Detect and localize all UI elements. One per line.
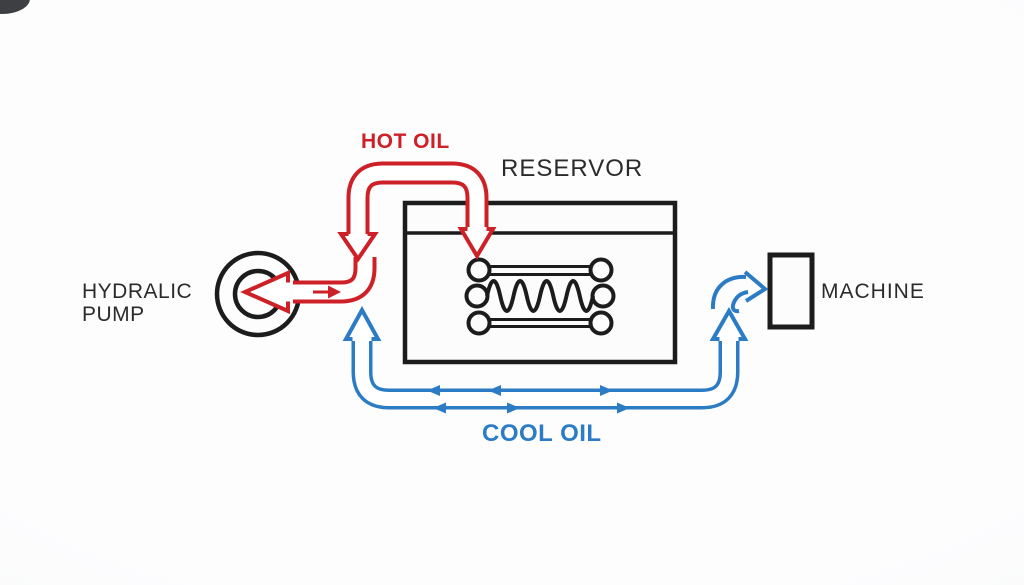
flow-arrow-left-icon [427,385,440,396]
tube-end-circle [588,257,614,283]
hot-arrow-down-left-fill [341,234,375,259]
swoosh-head [743,270,769,303]
hot-oil-flow-path [240,161,497,315]
flow-arrow-right-icon [600,385,613,396]
hot-duct-elbow-core [293,257,373,300]
component-outlines [214,200,815,365]
machine-block [767,252,815,330]
reservoir-label: RESERVOR [501,155,644,182]
cool-arrow-up-right-fill [713,311,745,339]
cool-flow-arrowheads [427,385,630,414]
cool-oil-label: COOL OIL [482,420,602,447]
reservoir-tank [402,200,678,365]
pump-label-line1: HYDRALIC [82,280,193,303]
pump-label: HYDRALIC PUMP [82,280,192,326]
hot-oil-label: HOT OIL [361,130,450,153]
cool-oil-flow-path [342,270,769,414]
coil-wave-line [485,279,595,313]
exchanger-coil-icon [464,279,616,313]
hot-arrow-down-left-icon [337,232,379,263]
tube-end-circle [466,257,492,283]
exchanger-tube-top-icon [466,257,614,283]
flow-arrow-right-icon [617,402,630,414]
hot-arrow-pump-icon [240,269,290,315]
exchanger-tube-bottom-icon [466,310,614,336]
cool-arrow-up-left-icon [342,305,382,341]
cool-arrow-up-right-icon [709,306,749,341]
machine-label: MACHINE [821,280,925,303]
hot-duct-top-core [350,165,485,236]
tube-lines [489,318,591,328]
swoosh-outer-arc [710,274,747,310]
hot-arrow-down-right-icon [457,227,497,260]
tube-end-circle [466,310,492,336]
flow-arrow-left-icon [488,385,501,396]
hot-arrow-pump-fill [245,273,288,311]
cool-arrow-up-left-fill [346,310,378,339]
flow-arrow-right-icon [507,402,520,414]
swoosh-inner-arc [730,290,749,314]
hot-small-arrow-right-icon [328,285,341,299]
tube-end-circle [588,310,614,336]
pump-label-line2: PUMP [82,303,145,326]
cool-duct-core [355,341,736,406]
flow-arrow-left-icon [433,402,446,414]
cool-swoosh-arrow-icon [710,270,769,314]
hot-arrow-down-right-fill [461,229,493,256]
tube-lines [489,265,591,276]
